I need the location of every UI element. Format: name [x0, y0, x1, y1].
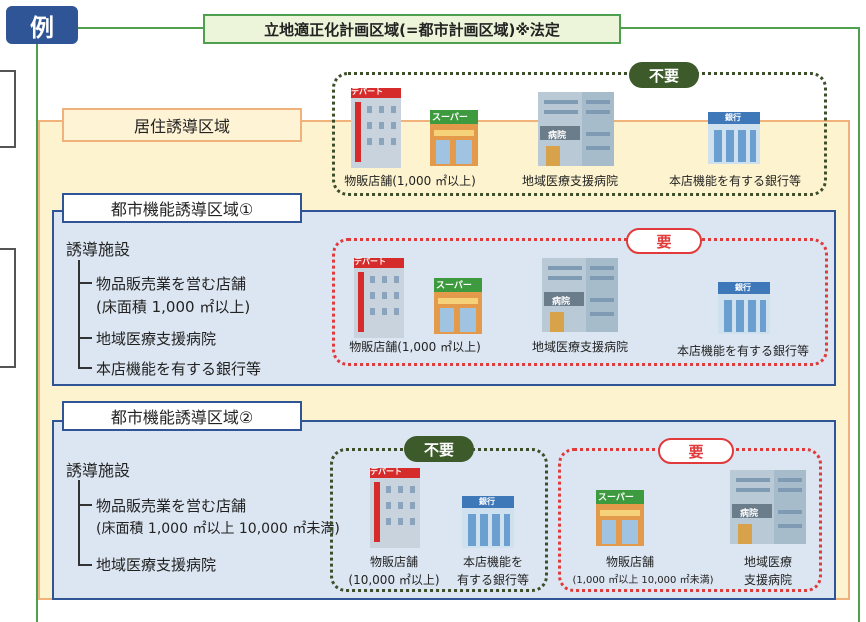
- department-store-icon: [345, 84, 407, 170]
- required-badge: 要: [658, 438, 734, 464]
- bank-caption: 本店機能を有する銀行等: [668, 174, 801, 188]
- retail-caption: 物販店舗: [369, 555, 418, 569]
- facility-item-note: (床面積 1,000 ㎡以上 10,000 ㎡未満): [96, 521, 340, 537]
- supermarket-sign: スーパー: [598, 493, 634, 503]
- department-store-icon: [364, 464, 426, 550]
- frame-right-upper: [858, 27, 860, 57]
- department-store-sign: デパート: [354, 257, 386, 266]
- side-tab-upper: [0, 70, 16, 148]
- bank-sign: 銀行: [725, 113, 741, 122]
- bank-icon: [706, 110, 762, 166]
- facility-title: 誘導施設: [66, 461, 131, 480]
- tree-tick: [78, 282, 92, 284]
- bank-sign: 銀行: [735, 283, 751, 292]
- facility-item: 地域医療支援病院: [96, 556, 217, 574]
- retail-caption-note: (1,000 ㎡以上 10,000 ㎡未満): [572, 575, 714, 586]
- facility-item: 地域医療支援病院: [96, 330, 217, 348]
- hospital-sign: 病院: [740, 509, 759, 519]
- hospital-icon: [728, 466, 808, 546]
- residential-area-label: 居住誘導区域: [62, 108, 302, 142]
- facility-tree-line: [78, 480, 80, 566]
- facility-tree-line: [78, 260, 80, 368]
- bank-caption: 本店機能を有する銀行等: [676, 344, 809, 358]
- frame-top-line-right: [621, 27, 860, 29]
- side-tab-lower: [0, 248, 16, 368]
- frame-top-line-left: [78, 27, 203, 29]
- bank-icon: [716, 280, 772, 336]
- tree-tick: [78, 337, 92, 339]
- bank-caption-line2: 有する銀行等: [456, 573, 529, 587]
- urban-function-area-2-label: 都市機能誘導区域②: [62, 401, 302, 431]
- hospital-caption-line2: 支援病院: [743, 573, 792, 587]
- supermarket-sign: スーパー: [432, 113, 468, 123]
- retail-caption-note: (10,000 ㎡以上): [348, 573, 440, 587]
- department-store-icon: [348, 254, 410, 340]
- retail-caption: 物販店舗(1,000 ㎡以上): [349, 340, 481, 354]
- hospital-icon: [536, 88, 616, 168]
- bank-caption: 本店機能を: [462, 555, 523, 569]
- facility-item-note: (床面積 1,000 ㎡以上): [96, 298, 251, 316]
- supermarket-icon: [428, 108, 480, 168]
- hospital-caption: 地域医療支援病院: [521, 174, 618, 188]
- required-badge: 要: [626, 228, 702, 254]
- hospital-sign: 病院: [548, 131, 567, 141]
- bank-icon: [460, 494, 516, 550]
- not-required-badge: 不要: [629, 62, 699, 88]
- facility-title: 誘導施設: [66, 240, 131, 259]
- department-store-sign: デパート: [370, 467, 402, 476]
- tree-tick: [78, 564, 92, 566]
- facility-item: 物品販売業を営む店舗: [96, 275, 247, 293]
- zone1-required-box: [332, 238, 828, 366]
- retail-caption: 物販店舗: [605, 555, 654, 569]
- tree-tick: [78, 504, 92, 506]
- facility-item: 本店機能を有する銀行等: [96, 360, 262, 378]
- department-store-sign: デパート: [351, 87, 383, 96]
- tree-tick: [78, 367, 92, 369]
- supermarket-icon: [594, 488, 646, 548]
- hospital-icon: [540, 254, 620, 334]
- hospital-caption: 地域医療支援病院: [531, 340, 628, 354]
- retail-caption: 物販店舗(1,000 ㎡以上): [344, 174, 476, 188]
- plan-area-frame: [36, 54, 860, 622]
- bank-sign: 銀行: [479, 497, 495, 506]
- frame-left-stub: [36, 44, 38, 56]
- plan-area-title: 立地適正化計画区域(=都市計画区域)※法定: [203, 14, 621, 44]
- residential-not-required-box: [332, 72, 827, 196]
- supermarket-icon: [432, 276, 484, 336]
- urban-function-area-1-label: 都市機能誘導区域①: [62, 193, 302, 223]
- not-required-badge: 不要: [404, 436, 474, 462]
- example-badge: 例: [6, 6, 78, 44]
- hospital-caption: 地域医療: [743, 555, 792, 569]
- hospital-sign: 病院: [552, 297, 571, 307]
- supermarket-sign: スーパー: [436, 281, 472, 291]
- facility-item: 物品販売業を営む店舗: [96, 497, 247, 515]
